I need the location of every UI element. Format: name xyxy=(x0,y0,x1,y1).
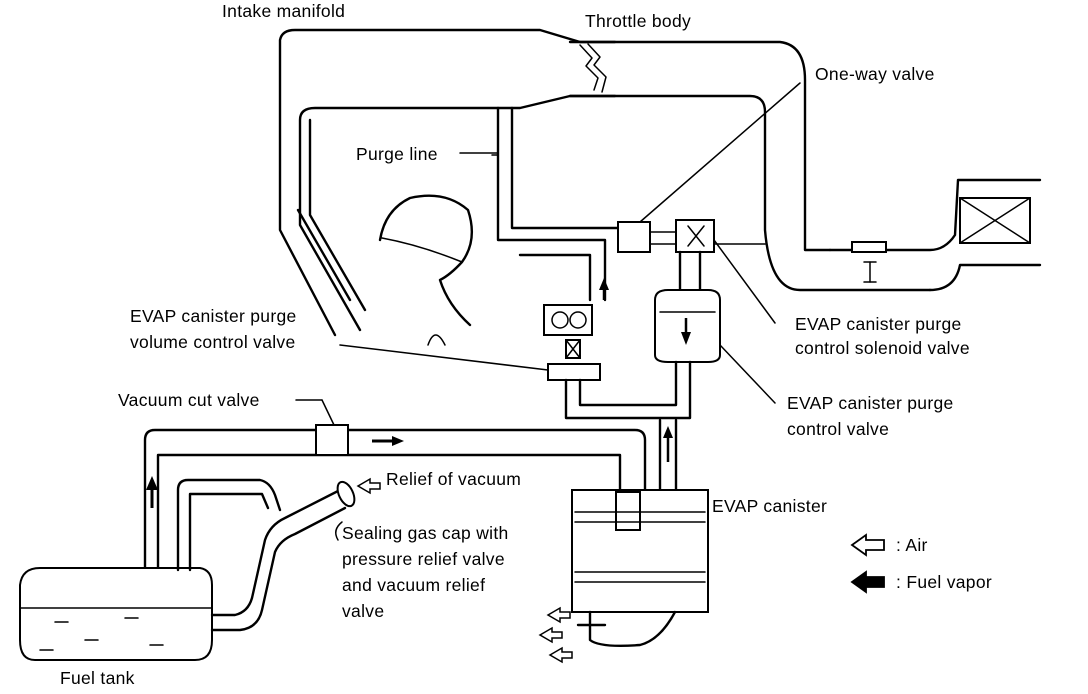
label-vacuum-cut-valve: Vacuum cut valve xyxy=(118,390,260,410)
purge-control-solenoid-valve xyxy=(675,219,776,324)
label-one-way-valve: One-way valve xyxy=(815,64,935,84)
vent-line xyxy=(143,399,647,572)
engine-head-outline xyxy=(378,194,474,346)
label-gas-cap-line-3: and vacuum relief xyxy=(342,575,486,595)
label-purge-volume-valve-line-2: volume control valve xyxy=(130,332,296,352)
purge-line xyxy=(491,106,620,302)
label-gas-cap-line-4: valve xyxy=(342,601,385,621)
air-duct xyxy=(828,178,1042,292)
label-evap-canister: EVAP canister xyxy=(712,496,828,516)
label-purge-line: Purge line xyxy=(356,144,438,164)
label-purge-control-valve-line-2: control valve xyxy=(787,419,890,439)
purge-volume-control-valve xyxy=(339,304,601,381)
label-purge-solenoid-line-1: EVAP canister purge xyxy=(795,314,962,334)
label-gas-cap-line-1: Sealing gas cap with xyxy=(342,523,509,543)
canister-to-purge-line xyxy=(564,360,692,492)
label-intake-manifold: Intake manifold xyxy=(222,1,346,21)
throttle-body xyxy=(568,40,617,98)
label-throttle-body: Throttle body xyxy=(585,11,692,31)
fuel-tank xyxy=(19,478,356,661)
one-way-valve xyxy=(617,82,801,253)
label-purge-volume-valve-line-1: EVAP canister purge xyxy=(130,306,297,326)
vacuum-relief-arrow xyxy=(356,477,381,495)
legend-fuel-vapor-icon xyxy=(850,570,885,594)
label-purge-control-valve-line-1: EVAP canister purge xyxy=(787,393,954,413)
legend-air-label: : Air xyxy=(896,535,928,555)
evap-canister xyxy=(571,489,709,648)
intake-manifold xyxy=(278,28,932,337)
label-gas-cap-line-2: pressure relief valve xyxy=(342,549,505,569)
label-purge-solenoid-line-2: control solenoid valve xyxy=(795,338,970,358)
label-fuel-tank: Fuel tank xyxy=(60,668,135,688)
air-inlet-arrows xyxy=(538,606,573,664)
legend-fuel-vapor-label: : Fuel vapor xyxy=(896,572,993,592)
purge-control-valve xyxy=(654,289,776,404)
legend-air-icon xyxy=(850,533,885,557)
label-relief-of-vacuum: Relief of vacuum xyxy=(386,469,522,489)
